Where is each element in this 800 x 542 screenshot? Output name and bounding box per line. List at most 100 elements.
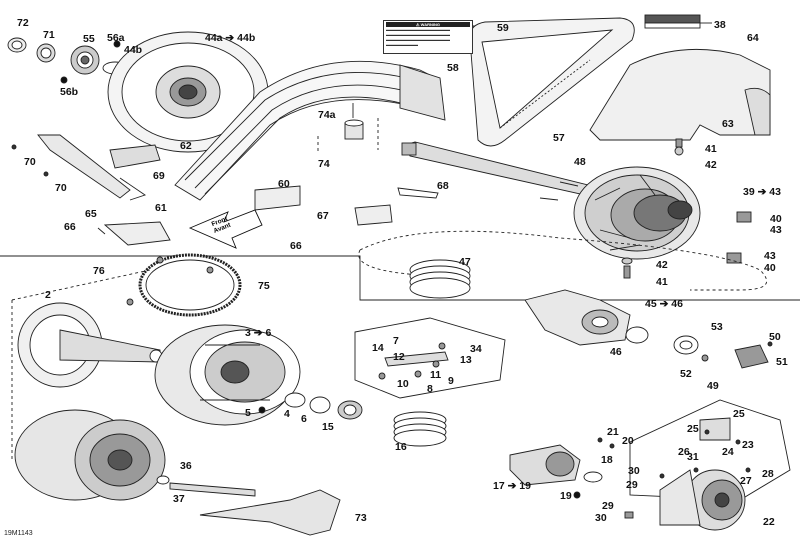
callout-label-46: 46 <box>610 346 622 358</box>
callout-label-50: 50 <box>769 331 781 343</box>
drive-pulley-44a <box>107 31 269 153</box>
callout-label-43b: 43 <box>764 250 776 262</box>
callout-label-28: 28 <box>762 468 774 480</box>
callout-label-11: 11 <box>430 369 442 381</box>
callout-label-8: 8 <box>427 383 433 395</box>
bracket-67 <box>354 204 393 226</box>
callout-label-74: 74 <box>318 158 330 170</box>
bracket-73 <box>199 489 341 536</box>
callout-label-17: 17 ➔ 19 <box>493 480 531 492</box>
countershaft-48 <box>401 141 601 201</box>
screw-56a <box>113 40 121 48</box>
callout-label-52: 52 <box>680 368 692 380</box>
callout-label-16: 16 <box>395 441 407 453</box>
callout-label-39: 39 ➔ 43 <box>743 186 781 198</box>
callout-label-56b: 56b <box>60 86 79 98</box>
driven-pulley-39 <box>573 166 701 260</box>
callout-label-15: 15 <box>322 421 334 433</box>
ring-gear-75 <box>138 253 242 317</box>
callout-label-4: 4 <box>284 408 290 420</box>
callout-label-56a: 56a <box>107 32 125 44</box>
callout-label-37: 37 <box>173 493 185 505</box>
callout-label-47: 47 <box>459 256 471 268</box>
fixed-sheave-2 <box>17 302 163 388</box>
callout-label-34: 34 <box>470 343 482 355</box>
spring-47 <box>409 259 471 299</box>
callout-label-20: 20 <box>622 435 634 447</box>
callout-label-57: 57 <box>553 132 565 144</box>
callout-label-71: 71 <box>43 29 55 41</box>
callout-label-58: 58 <box>447 62 459 74</box>
callout-label-64: 64 <box>747 32 759 44</box>
cam-45 <box>524 289 631 346</box>
callout-label-61: 61 <box>155 202 167 214</box>
callout-label-76: 76 <box>93 265 105 277</box>
callout-label-63: 63 <box>722 118 734 130</box>
callout-label-24: 24 <box>722 446 734 458</box>
callout-label-53: 53 <box>711 321 723 333</box>
callout-label-38: 38 <box>714 19 726 31</box>
seal-71 <box>36 43 56 63</box>
callout-label-29b: 29 <box>602 500 614 512</box>
callout-label-74a: 74a <box>318 109 336 121</box>
callout-label-44a: 44a ➔ 44b <box>205 32 256 44</box>
warning-decal-59: ⚠ WARNING ▬▬▬▬▬▬▬▬▬▬▬▬▬▬▬▬ ▬▬▬▬▬▬▬▬▬▬▬▬▬… <box>383 20 473 54</box>
frame-rail-58 <box>174 60 446 201</box>
hub-22 <box>659 469 746 531</box>
callout-label-43a: 43 <box>770 224 782 236</box>
callout-label-25a: 25 <box>733 408 745 420</box>
callout-label-45: 45 ➔ 46 <box>645 298 683 310</box>
callout-label-42a: 42 <box>705 159 717 171</box>
screw-56b <box>60 76 68 84</box>
callout-label-48: 48 <box>574 156 586 168</box>
callout-label-30a: 30 <box>628 465 640 477</box>
drive-belt-57 <box>469 17 635 147</box>
callout-label-6: 6 <box>301 413 307 425</box>
callout-label-66a: 66 <box>64 221 76 233</box>
slider-49 <box>734 344 769 369</box>
callout-label-40b: 40 <box>764 262 776 274</box>
callout-label-27: 27 <box>740 475 752 487</box>
callout-label-40a: 40 <box>770 213 782 225</box>
callout-label-66b: 66 <box>290 240 302 252</box>
callout-label-60: 60 <box>278 178 290 190</box>
callout-label-69: 69 <box>153 170 165 182</box>
callout-label-5: 5 <box>245 407 251 419</box>
callout-label-72: 72 <box>17 17 29 29</box>
callout-label-67: 67 <box>317 210 329 222</box>
callout-label-19: 19 <box>560 490 572 502</box>
callout-label-70a: 70 <box>24 156 36 168</box>
callout-label-13: 13 <box>460 354 472 366</box>
callout-label-22: 22 <box>763 516 775 528</box>
callout-label-18: 18 <box>601 454 613 466</box>
callout-label-70b: 70 <box>55 182 67 194</box>
ramp-17 <box>509 444 581 486</box>
callout-label-30b: 30 <box>595 512 607 524</box>
callout-label-12: 12 <box>393 351 405 363</box>
callout-label-9: 9 <box>448 375 454 387</box>
diagram-code: 19M1143 <box>4 530 33 537</box>
callout-label-59: 59 <box>497 22 509 34</box>
spring-16 <box>393 411 447 447</box>
callout-label-75: 75 <box>258 280 270 292</box>
callout-label-25b: 25 <box>687 423 699 435</box>
callout-label-31: 31 <box>687 451 699 463</box>
callout-label-65: 65 <box>85 208 97 220</box>
bearing-ring-72 <box>7 37 27 53</box>
drive-bushing-55 <box>70 45 100 75</box>
callout-label-36: 36 <box>180 460 192 472</box>
callout-label-51: 51 <box>776 356 788 368</box>
callout-label-2: 2 <box>45 289 51 301</box>
callout-label-3: 3 ➔ 6 <box>245 327 272 339</box>
callout-label-49: 49 <box>707 380 719 392</box>
plate-65 <box>103 221 171 246</box>
callout-label-41b: 41 <box>656 276 668 288</box>
callout-label-41a: 41 <box>705 143 717 155</box>
belt-guard-63 <box>589 14 771 141</box>
callout-label-10: 10 <box>397 378 409 390</box>
callout-label-26: 26 <box>678 446 690 458</box>
callout-label-42b: 42 <box>656 259 668 271</box>
callout-label-68: 68 <box>437 180 449 192</box>
